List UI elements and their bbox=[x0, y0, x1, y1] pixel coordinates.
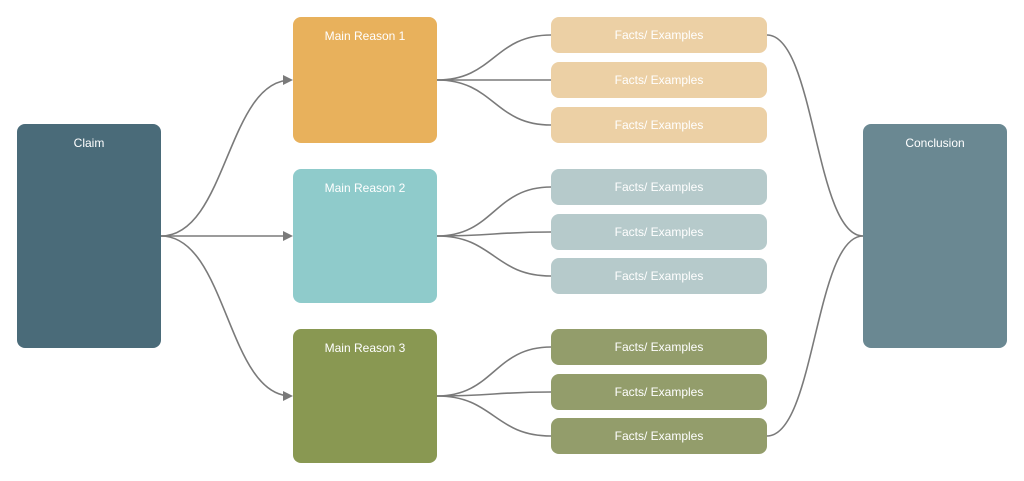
fact-example-label: Facts/ Examples bbox=[614, 429, 704, 443]
reason-to-fact-connector bbox=[436, 391, 552, 397]
claim-to-reason-arrow bbox=[160, 235, 293, 401]
fact-example-label: Facts/ Examples bbox=[614, 180, 704, 194]
fact-example-label: Facts/ Examples bbox=[614, 73, 704, 87]
fact-example-box: Facts/ Examples bbox=[551, 169, 767, 205]
conclusion-label: Conclusion bbox=[905, 136, 965, 150]
fact-example-label: Facts/ Examples bbox=[614, 340, 704, 354]
fact-example-box: Facts/ Examples bbox=[551, 329, 767, 365]
fact-example-label: Facts/ Examples bbox=[614, 118, 704, 132]
claim-label: Claim bbox=[73, 136, 105, 150]
reason-to-fact-connector bbox=[436, 346, 552, 397]
claim-box: Claim bbox=[17, 124, 161, 348]
fact-example-label: Facts/ Examples bbox=[614, 269, 704, 283]
reason-to-fact-connector bbox=[436, 395, 552, 437]
reason-to-fact-connector bbox=[436, 79, 552, 126]
fact-example-box: Facts/ Examples bbox=[551, 374, 767, 410]
fact-example-label: Facts/ Examples bbox=[614, 225, 704, 239]
main-reason-2-label: Main Reason 2 bbox=[324, 181, 406, 195]
fact-example-box: Facts/ Examples bbox=[551, 17, 767, 53]
reason-to-fact-connector bbox=[436, 186, 552, 237]
fact-example-label: Facts/ Examples bbox=[614, 28, 704, 42]
reason-to-fact-connector bbox=[436, 34, 552, 81]
fact-to-conclusion-connector bbox=[766, 235, 864, 437]
main-reason-1-label: Main Reason 1 bbox=[324, 29, 406, 43]
fact-example-box: Facts/ Examples bbox=[551, 107, 767, 143]
claim-to-reason-arrow bbox=[160, 75, 293, 237]
conclusion-box: Conclusion bbox=[863, 124, 1007, 348]
main-reason-3-label: Main Reason 3 bbox=[324, 341, 406, 355]
main-reason-2-box: Main Reason 2 bbox=[293, 169, 437, 303]
reason-to-fact-connector bbox=[436, 235, 552, 277]
fact-example-box: Facts/ Examples bbox=[551, 214, 767, 250]
fact-example-label: Facts/ Examples bbox=[614, 385, 704, 399]
fact-to-conclusion-connector bbox=[766, 34, 864, 237]
reason-to-fact-connector bbox=[436, 231, 552, 237]
fact-example-box: Facts/ Examples bbox=[551, 62, 767, 98]
main-reason-3-box: Main Reason 3 bbox=[293, 329, 437, 463]
fact-example-box: Facts/ Examples bbox=[551, 418, 767, 454]
main-reason-1-box: Main Reason 1 bbox=[293, 17, 437, 143]
fact-example-box: Facts/ Examples bbox=[551, 258, 767, 294]
